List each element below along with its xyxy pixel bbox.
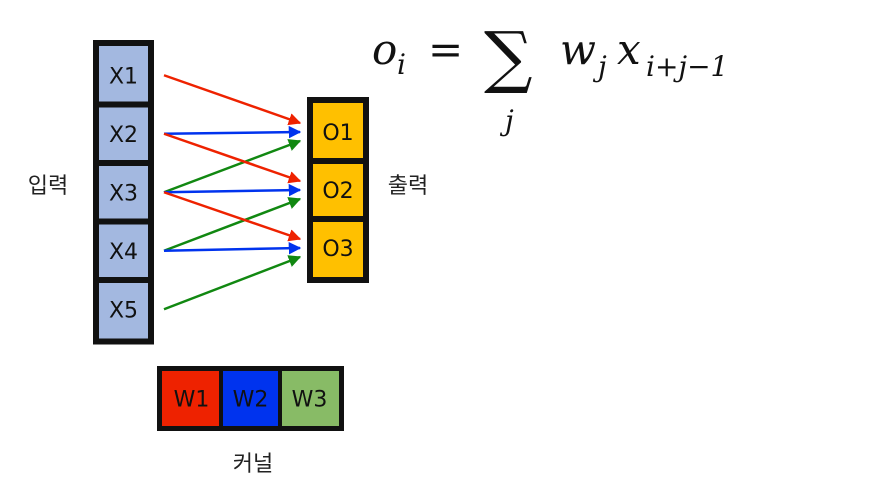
formula-equals: = [428, 25, 463, 74]
input-cell-3 [99, 166, 148, 219]
convolution-formula: o i = ∑ j w j x i+j−1 [372, 18, 728, 137]
kernel-cell-1 [162, 371, 219, 426]
kernel-cell-2 [223, 371, 278, 426]
output-cell-label-2: O2 [322, 179, 353, 204]
input-label: 입력 [28, 174, 68, 199]
kernel-label: 커널 [233, 452, 273, 477]
input-cell-label-5: X5 [109, 298, 138, 323]
kernel-row: W1 W2 W3 [157, 366, 344, 431]
formula-input: x [617, 25, 641, 74]
formula-lhs: o [372, 25, 397, 74]
output-cell-2 [313, 164, 363, 216]
kernel-cell-label-3: W3 [292, 388, 328, 413]
output-cell-label-1: O1 [322, 121, 353, 146]
input-cell-label-4: X4 [109, 240, 138, 265]
kernel-cell-label-2: W2 [233, 388, 269, 413]
arrow-x2-to-o2 [163, 132, 302, 184]
output-cell-1 [313, 103, 363, 158]
formula-weight: w [560, 25, 596, 74]
input-cell-4 [99, 224, 148, 277]
formula-input-subscript: i+j−1 [646, 50, 728, 83]
output-cell-label-3: O3 [322, 237, 353, 262]
formula-sum: ∑ [484, 18, 533, 97]
input-cell-1 [99, 46, 148, 102]
arrow-x4-to-o2 [163, 197, 302, 252]
output-cell-3 [313, 222, 363, 277]
arrow-x1-to-o1 [163, 74, 302, 126]
arrow-x2-to-o1 [163, 125, 302, 139]
kernel-cell-3 [282, 371, 339, 426]
formula-sum-index: j [499, 104, 514, 137]
output-label: 출력 [388, 174, 428, 199]
input-cell-label-3: X3 [109, 181, 138, 206]
arrow-x3-to-o3 [163, 191, 302, 242]
arrow-x3-to-o2 [163, 183, 302, 197]
input-cell-5 [99, 283, 148, 339]
arrow-layer [163, 74, 302, 311]
arrow-x4-to-o3 [163, 241, 302, 255]
arrow-x5-to-o3 [163, 255, 302, 311]
input-cell-2 [99, 107, 148, 160]
kernel-cell-label-1: W1 [174, 388, 210, 413]
formula-lhs-subscript: i [397, 48, 406, 81]
input-cell-label-1: X1 [109, 64, 138, 89]
input-cell-label-2: X2 [109, 123, 138, 148]
arrow-x3-to-o1 [163, 139, 302, 194]
